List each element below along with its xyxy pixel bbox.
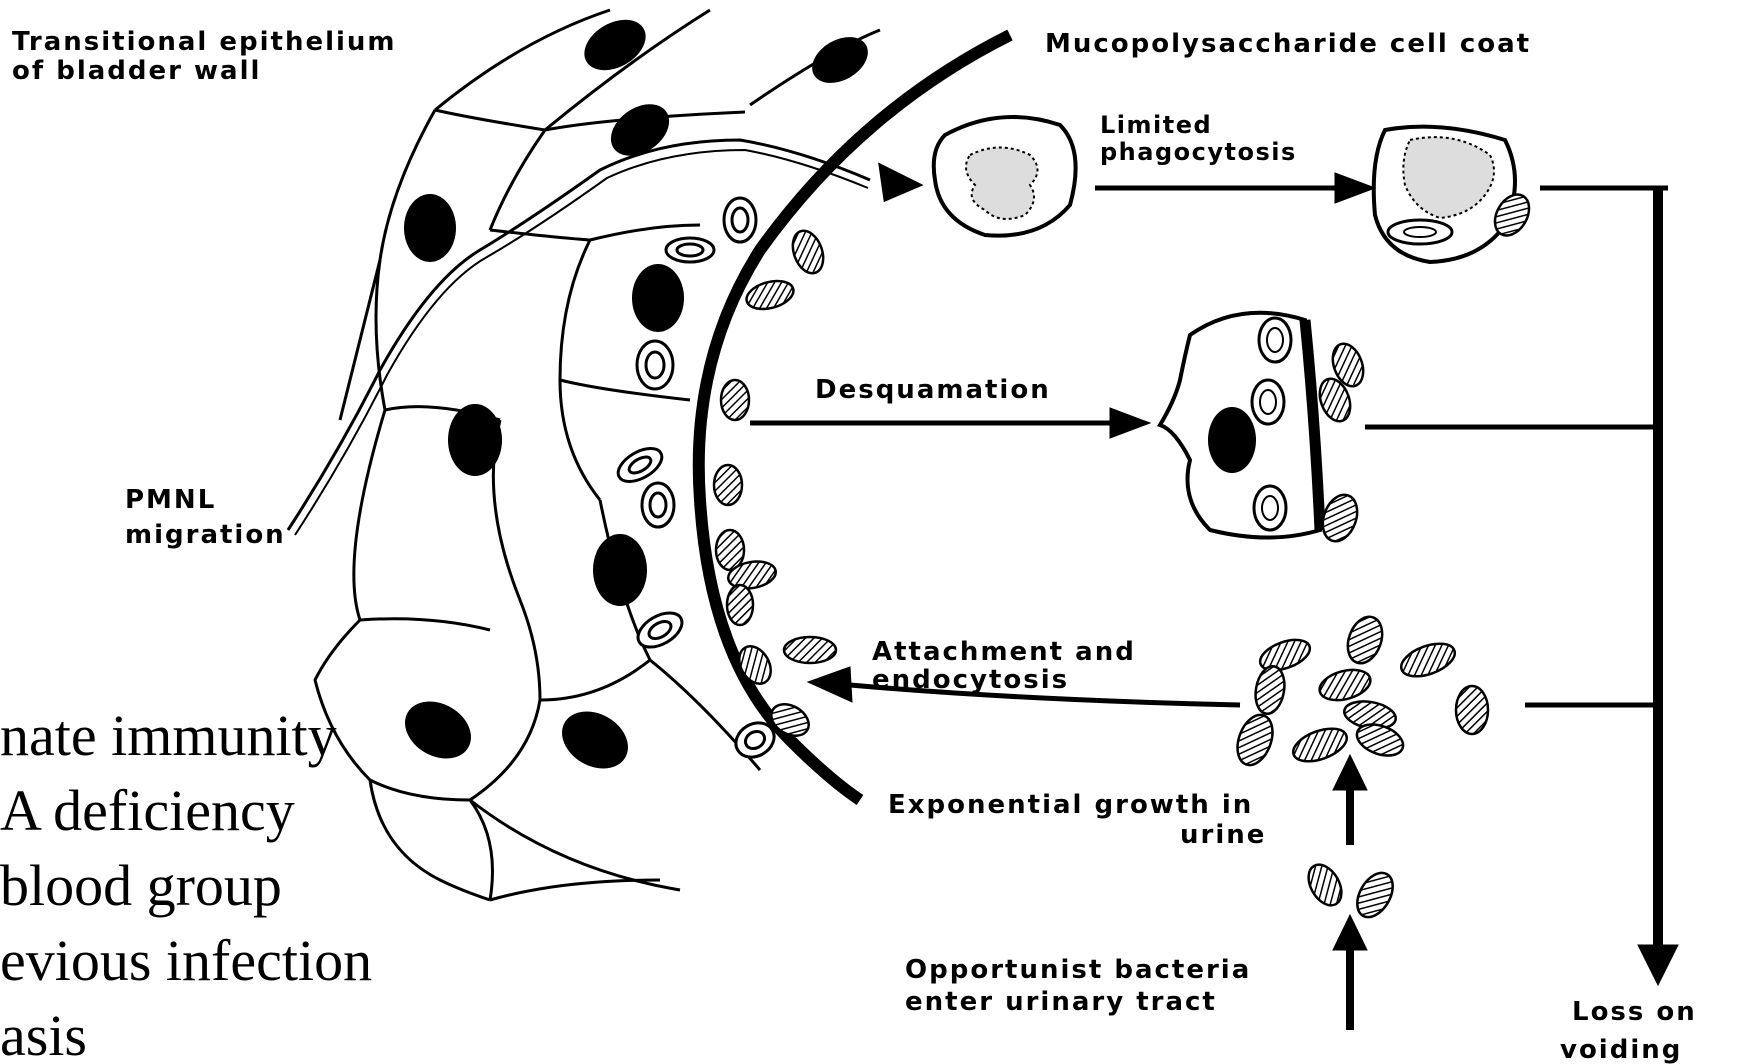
arrows bbox=[750, 173, 1375, 1030]
pmnl-migration-path bbox=[288, 140, 920, 535]
label-attachment-1: Attachment and bbox=[872, 637, 1136, 667]
label-opportunist-2: enter urinary tract bbox=[905, 987, 1217, 1017]
label-growth-2: urine bbox=[1180, 820, 1266, 850]
label-desquamation: Desquamation bbox=[815, 375, 1051, 405]
loss-collector bbox=[1365, 188, 1678, 985]
label-pmnl: PMNL bbox=[125, 485, 216, 515]
pmnl-cell-2 bbox=[1374, 127, 1536, 262]
label-phagocytosis-2: phagocytosis bbox=[1100, 138, 1297, 166]
label-attachment-2: endocytosis bbox=[872, 665, 1069, 695]
pmnl-cell-1 bbox=[934, 117, 1076, 236]
overlay-line-1: nate immunity bbox=[0, 703, 337, 768]
free-bacteria-cluster bbox=[1231, 612, 1488, 923]
label-phagocytosis-1: Limited bbox=[1100, 111, 1212, 139]
label-migration: migration bbox=[125, 520, 286, 550]
label-epithelium-2: of bladder wall bbox=[12, 56, 261, 86]
label-loss-2: voiding bbox=[1560, 1035, 1682, 1064]
overlay-bullet-text: nate immunity A deficiency blood group e… bbox=[0, 703, 372, 1064]
label-epithelium-1: Transitional epithelium bbox=[12, 27, 397, 57]
label-cell-coat: Mucopolysaccharide cell coat bbox=[1045, 29, 1531, 59]
overlay-line-3: blood group bbox=[0, 853, 282, 918]
label-loss-1: Loss on bbox=[1572, 997, 1697, 1027]
overlay-line-2: A deficiency bbox=[0, 778, 295, 843]
label-growth-1: Exponential growth in bbox=[888, 790, 1253, 820]
overlay-line-4: evious infection bbox=[0, 928, 372, 993]
label-opportunist-1: Opportunist bacteria bbox=[905, 955, 1251, 985]
overlay-line-5: asis bbox=[0, 1003, 87, 1064]
desquamated-cell bbox=[1160, 313, 1369, 546]
